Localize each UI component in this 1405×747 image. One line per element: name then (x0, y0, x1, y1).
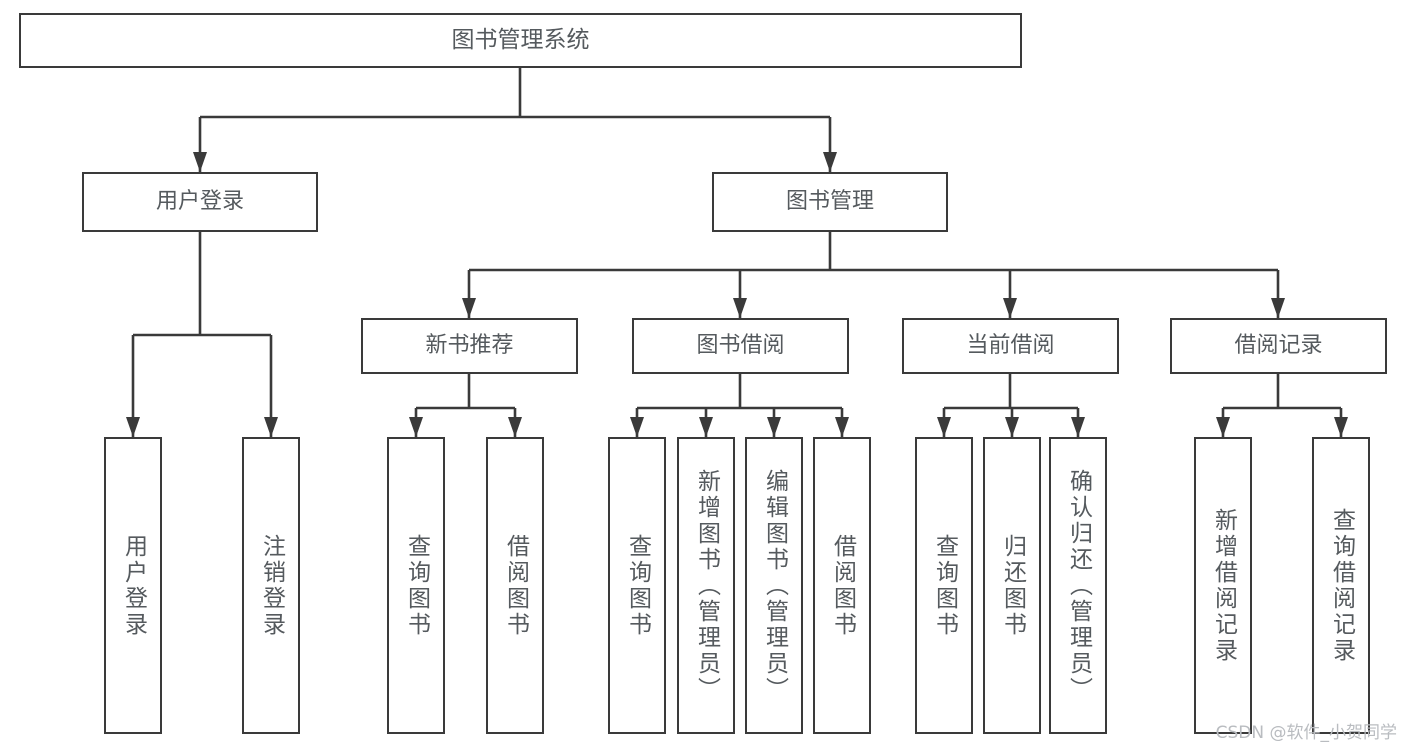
root-to-level2-arrowhead-0 (193, 152, 207, 172)
node-book-management[interactable]: 图书管理 (712, 172, 948, 232)
node-leaf-logout-login-label: 注销登录 (258, 533, 285, 638)
node-leaf-borrow-book-1[interactable]: 借阅图书 (486, 437, 544, 734)
user-login-to-leaves-arrowhead-1 (264, 417, 278, 437)
node-leaf-return-book-label: 归还图书 (999, 533, 1026, 638)
node-leaf-borrow-book-1-label: 借阅图书 (502, 533, 529, 638)
currentborrow-to-leaves-arrowhead-1 (1005, 417, 1019, 437)
currentborrow-to-leaves-arrowhead-2 (1071, 417, 1085, 437)
node-book-borrow[interactable]: 图书借阅 (632, 318, 849, 374)
node-leaf-edit-book-label: 编辑图书（管理员） (761, 468, 788, 703)
node-leaf-query-book-3-label: 查询图书 (931, 533, 958, 638)
node-new-book-recommend-label: 新书推荐 (425, 333, 514, 359)
borrowrecord-to-leaves-arrowhead-1 (1334, 417, 1348, 437)
node-leaf-user-login-label: 用户登录 (120, 533, 147, 638)
newbook-to-leaves-arrowhead-0 (409, 417, 423, 437)
node-leaf-borrow-book-2[interactable]: 借阅图书 (813, 437, 871, 734)
node-new-book-recommend[interactable]: 新书推荐 (361, 318, 578, 374)
node-leaf-add-book[interactable]: 新增图书（管理员） (677, 437, 735, 734)
currentborrow-to-leaves-arrowhead-0 (937, 417, 951, 437)
node-leaf-logout-login[interactable]: 注销登录 (242, 437, 300, 734)
node-user-login[interactable]: 用户登录 (82, 172, 318, 232)
node-leaf-return-book[interactable]: 归还图书 (983, 437, 1041, 734)
node-leaf-borrow-book-2-label: 借阅图书 (829, 533, 856, 638)
node-leaf-query-book-3[interactable]: 查询图书 (915, 437, 973, 734)
node-leaf-query-borrow-record[interactable]: 查询借阅记录 (1312, 437, 1370, 734)
borrowrecord-to-leaves-arrowhead-0 (1216, 417, 1230, 437)
bookborrow-to-leaves-arrowhead-0 (630, 417, 644, 437)
node-leaf-edit-book[interactable]: 编辑图书（管理员） (745, 437, 803, 734)
node-leaf-confirm-return-label: 确认归还（管理员） (1065, 468, 1092, 703)
newbook-to-leaves-arrowhead-1 (508, 417, 522, 437)
watermark: CSDN @软件_小贺同学 (1215, 723, 1397, 743)
bookborrow-to-leaves-arrowhead-2 (767, 417, 781, 437)
node-user-login-label: 用户登录 (155, 189, 244, 215)
node-root[interactable]: 图书管理系统 (19, 13, 1022, 68)
node-leaf-add-borrow-record[interactable]: 新增借阅记录 (1194, 437, 1252, 734)
node-leaf-add-borrow-record-label: 新增借阅记录 (1210, 507, 1237, 664)
node-borrow-record-label: 借阅记录 (1234, 333, 1323, 359)
node-current-borrow-label: 当前借阅 (966, 333, 1055, 359)
node-leaf-query-book-1-label: 查询图书 (403, 533, 430, 638)
node-book-borrow-label: 图书借阅 (696, 333, 785, 359)
bookmgmt-to-level3-arrowhead-3 (1271, 298, 1285, 318)
node-leaf-query-book-2-label: 查询图书 (624, 533, 651, 638)
bookmgmt-to-level3-arrowhead-1 (733, 298, 747, 318)
node-leaf-confirm-return[interactable]: 确认归还（管理员） (1049, 437, 1107, 734)
bookmgmt-to-level3-arrowhead-0 (462, 298, 476, 318)
node-book-management-label: 图书管理 (785, 189, 874, 215)
node-leaf-add-book-label: 新增图书（管理员） (693, 468, 720, 703)
root-to-level2-arrowhead-1 (823, 152, 837, 172)
bookborrow-to-leaves-arrowhead-3 (835, 417, 849, 437)
node-current-borrow[interactable]: 当前借阅 (902, 318, 1119, 374)
node-leaf-query-book-2[interactable]: 查询图书 (608, 437, 666, 734)
node-root-label: 图书管理系统 (451, 27, 590, 54)
bookborrow-to-leaves-arrowhead-1 (699, 417, 713, 437)
node-leaf-query-borrow-record-label: 查询借阅记录 (1328, 507, 1355, 664)
node-leaf-user-login[interactable]: 用户登录 (104, 437, 162, 734)
user-login-to-leaves-arrowhead-0 (126, 417, 140, 437)
node-leaf-query-book-1[interactable]: 查询图书 (387, 437, 445, 734)
node-borrow-record[interactable]: 借阅记录 (1170, 318, 1387, 374)
bookmgmt-to-level3-arrowhead-2 (1003, 298, 1017, 318)
